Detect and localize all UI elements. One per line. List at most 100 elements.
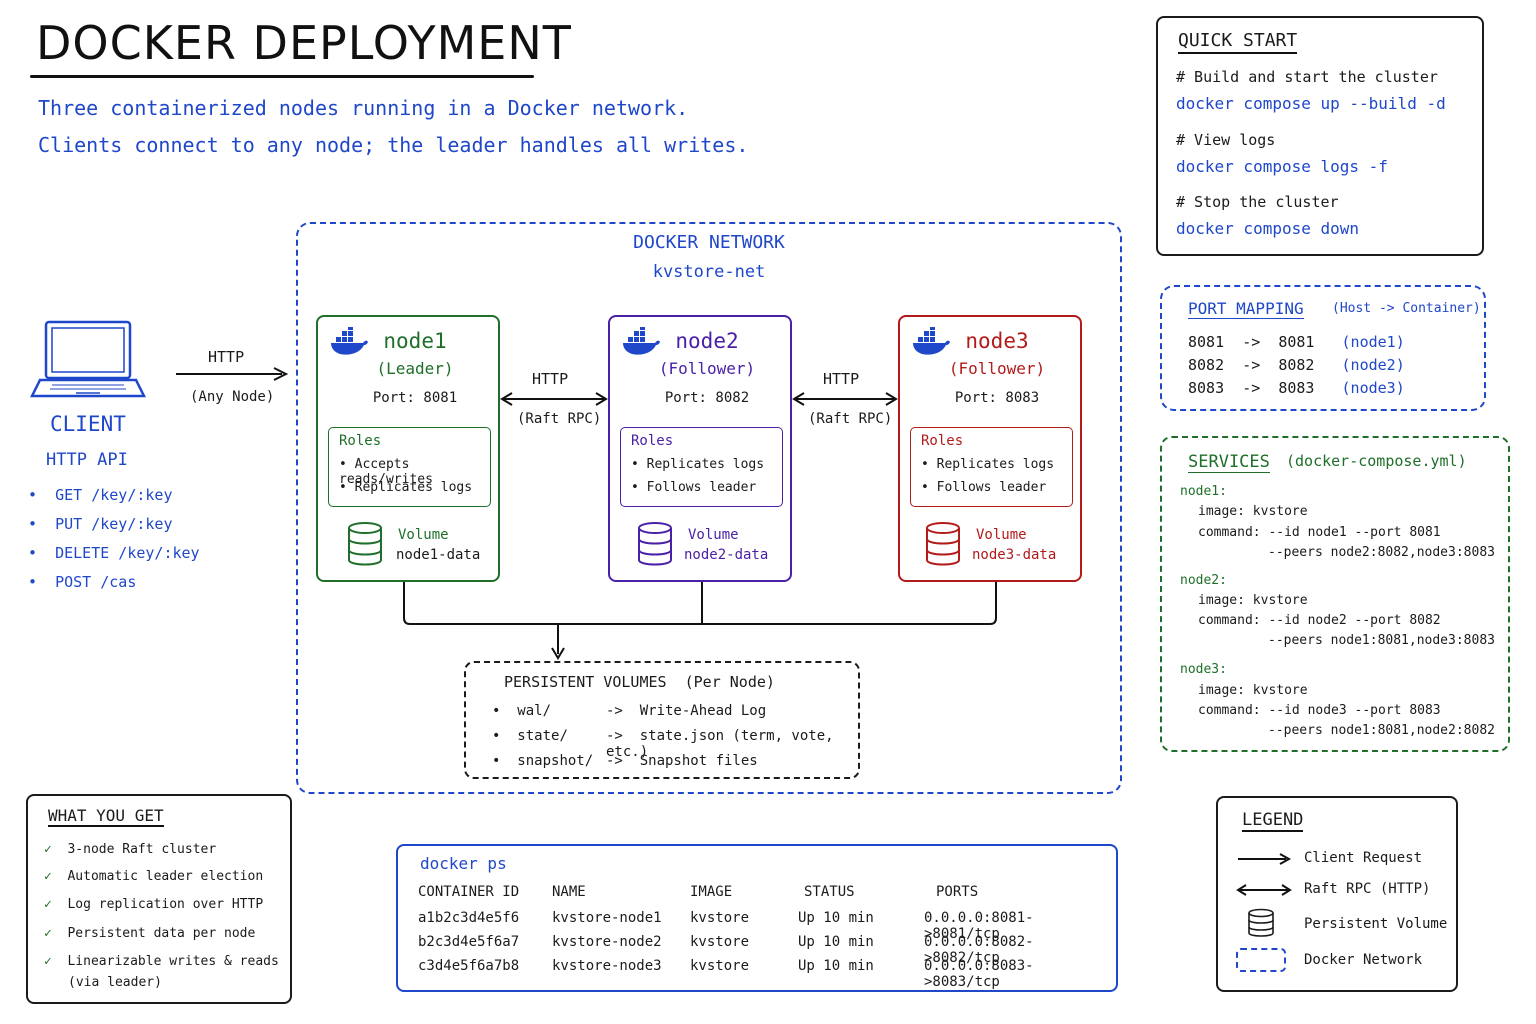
node3-role: (Follower) (948, 359, 1046, 378)
service-command: command: --id node3 --port 8083 (1198, 703, 1441, 718)
table-header: STATUS (804, 884, 855, 900)
services-panel: SERVICES (docker-compose.yml) node1: ima… (1160, 436, 1510, 752)
node1-card: node1 (Leader) Port: 8081 Roles • Accept… (316, 315, 500, 582)
service-name: node2: (1180, 573, 1227, 588)
qs-command: docker compose down (1176, 219, 1360, 238)
client-arrow-label: HTTP (208, 348, 245, 366)
qs-comment: # View logs (1176, 131, 1276, 149)
docker-ps-title: docker ps (420, 854, 507, 873)
laptop-icon (30, 320, 147, 398)
port-mapping-panel: PORT MAPPING (Host -> Container) 8081 ->… (1160, 285, 1486, 411)
check-icon: ✓ (44, 926, 52, 941)
network-name: kvstore-net (652, 262, 766, 282)
volume-item: • snapshot/ (492, 753, 594, 769)
page-title: DOCKER DEPLOYMENT (36, 16, 572, 70)
link1-sublabel: (Raft RPC) (517, 411, 602, 427)
subtitle-line-2: Clients connect to any node; the leader … (38, 133, 749, 157)
what-you-get-title: WHAT YOU GET (48, 806, 164, 827)
service-peers: --peers node1:8081,node3:8083 (1268, 633, 1495, 648)
services-subtitle: (docker-compose.yml) (1286, 452, 1467, 470)
legend-network-icon (1236, 948, 1286, 972)
qs-command: docker compose up --build -d (1176, 94, 1446, 113)
table-header: CONTAINER ID (418, 884, 520, 900)
client-request-arrow (176, 367, 289, 381)
what-you-get-panel: WHAT YOU GET ✓ 3-node Raft cluster ✓ Aut… (26, 794, 292, 1004)
volume-label: Volume (398, 527, 449, 543)
volume-label: Volume (976, 527, 1027, 543)
volume-connector-lines (403, 582, 997, 660)
feature-item: ✓ Persistent data per node (44, 926, 256, 941)
table-cell: 0.0.0.0:8081->8081/tcp (924, 910, 1034, 942)
docker-whale-icon (623, 327, 660, 355)
service-name: node1: (1180, 484, 1227, 499)
check-icon: ✓ (44, 842, 52, 857)
volume-item-desc: -> Write-Ahead Log (606, 703, 767, 719)
volume-icon (348, 522, 382, 566)
role-item: • Accepts reads/writes (339, 457, 433, 487)
node1-name: node1 (383, 329, 447, 353)
port-mapping-subtitle: (Host -> Container) (1332, 301, 1481, 316)
title-underline (30, 75, 534, 78)
service-image: image: kvstore (1198, 593, 1308, 608)
port-row: 8082 -> 8082 (node2) (1188, 356, 1405, 374)
role-item: • Replicates logs (921, 457, 1055, 472)
check-icon: ✓ (44, 954, 52, 969)
legend-volume-icon (1248, 908, 1274, 937)
node2-role: (Follower) (658, 359, 756, 378)
service-image: image: kvstore (1198, 683, 1308, 698)
volume-name: node2-data (684, 547, 769, 563)
node3-card: node3 (Follower) Port: 8083 Roles • Repl… (898, 315, 1082, 582)
qs-comment: # Build and start the cluster (1176, 68, 1438, 86)
check-icon: ✓ (44, 869, 52, 884)
table-cell: kvstore (690, 910, 750, 926)
docker-ps-panel: docker ps CONTAINER ID NAME IMAGE STATUS… (396, 844, 1118, 992)
docker-whale-icon (331, 327, 368, 355)
volume-item: • state/ (492, 728, 568, 744)
table-cell: kvstore (690, 934, 750, 950)
legend-item: Raft RPC (HTTP) (1304, 881, 1431, 897)
service-command: command: --id node1 --port 8081 (1198, 525, 1441, 540)
table-cell: Up 10 min (798, 934, 874, 950)
persistent-volumes-box: PERSISTENT VOLUMES (Per Node) • wal/ -> … (464, 661, 860, 779)
node1-roles-box: Roles • Accepts reads/writes • Replicate… (328, 427, 491, 507)
volume-label: Volume (688, 527, 739, 543)
network-title: DOCKER NETWORK (633, 232, 785, 253)
legend-title: LEGEND (1242, 810, 1304, 832)
feature-item: ✓ Linearizable writes & reads (44, 954, 279, 969)
port-mapping-title: PORT MAPPING (1188, 299, 1304, 319)
roles-title: Roles (921, 433, 964, 449)
table-header: IMAGE (690, 884, 733, 900)
table-cell: Up 10 min (798, 958, 874, 974)
node2-port: Port: 8082 (664, 390, 750, 406)
table-cell: 0.0.0.0:8083->8083/tcp (924, 958, 1034, 990)
endpoint-item: • DELETE /key/:key (28, 544, 200, 562)
node1-role: (Leader) (376, 359, 454, 378)
endpoint-item: • POST /cas (28, 573, 137, 591)
qs-command: docker compose logs -f (1176, 157, 1388, 176)
roles-title: Roles (339, 433, 382, 449)
volume-item: • wal/ (492, 703, 552, 719)
table-cell: kvstore-node2 (552, 934, 662, 950)
api-title: HTTP API (46, 450, 128, 470)
volume-item-desc: -> Snapshot files (606, 753, 758, 769)
client-arrow-sublabel: (Any Node) (190, 389, 275, 405)
link2-sublabel: (Raft RPC) (808, 411, 893, 427)
roles-title: Roles (631, 433, 674, 449)
feature-item: ✓ 3-node Raft cluster (44, 842, 217, 857)
volume-name: node3-data (972, 547, 1057, 563)
endpoint-item: • PUT /key/:key (28, 515, 173, 533)
table-cell: kvstore-node3 (552, 958, 662, 974)
table-cell: kvstore-node1 (552, 910, 662, 926)
legend-item: Client Request (1304, 850, 1423, 866)
table-cell: b2c3d4e5f6a7 (418, 934, 520, 950)
service-name: node3: (1180, 662, 1227, 677)
table-cell: c3d4e5f6a7b8 (418, 958, 520, 974)
endpoint-item: • GET /key/:key (28, 486, 173, 504)
role-item: • Replicates logs (339, 480, 473, 495)
volume-icon (926, 522, 960, 566)
volume-item-desc: -> state.json (term, vote, etc.) (606, 728, 834, 760)
volume-name: node1-data (396, 547, 481, 563)
quick-start-panel: QUICK START # Build and start the cluste… (1156, 16, 1484, 256)
volume-icon (638, 522, 672, 566)
feature-item: ✓ Log replication over HTTP (44, 897, 264, 912)
